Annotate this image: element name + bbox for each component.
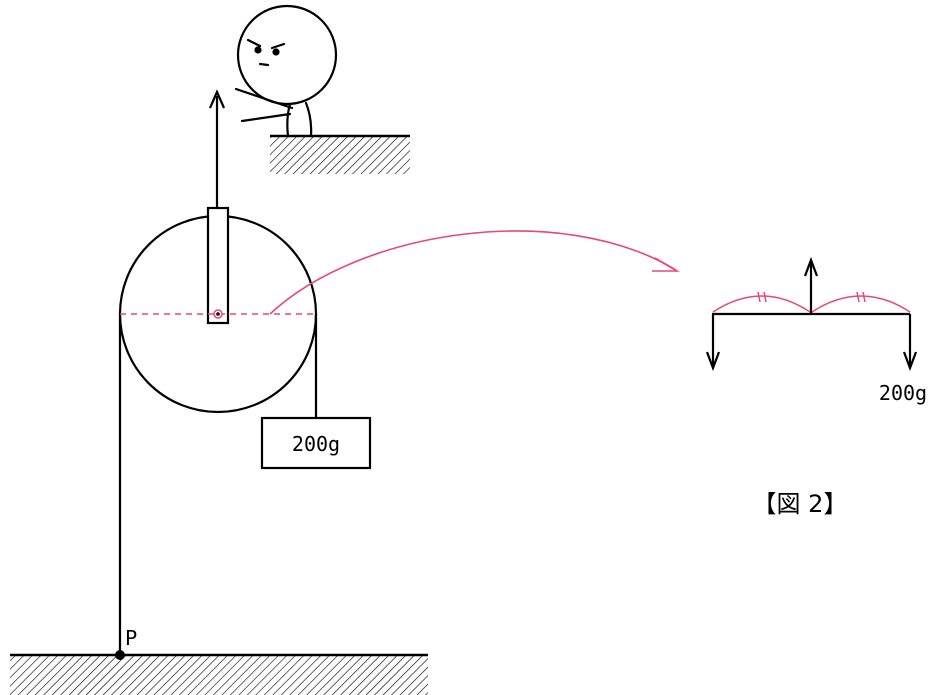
person-face-icon [234, 4, 338, 138]
weight-box [260, 416, 372, 470]
axle-bracket [206, 206, 230, 325]
person-arm-lower [240, 112, 292, 123]
weight-label: 200g [292, 432, 340, 456]
person-head [236, 4, 338, 106]
figure-caption: 【図 2】 [753, 490, 848, 518]
zoom-curve-arrow [269, 230, 677, 315]
fig2-weight-label: 200g [879, 381, 927, 405]
pull-arrowhead [208, 89, 226, 109]
left-arc [712, 295, 811, 313]
figure-2-lever [705, 256, 918, 372]
point-p-dot [115, 650, 125, 660]
platform-hatch [270, 136, 410, 174]
upper-platform [270, 134, 410, 174]
zoom-curve-arrowhead [652, 257, 680, 272]
point-p-label: P [125, 626, 137, 650]
right-arc [811, 295, 911, 313]
ground-hatch [10, 655, 428, 695]
equal-length-marks [712, 291, 911, 313]
ground [10, 653, 428, 695]
person-arm-upper [234, 87, 294, 110]
weight-block: 200g [260, 416, 372, 470]
pulley-system [118, 89, 318, 655]
